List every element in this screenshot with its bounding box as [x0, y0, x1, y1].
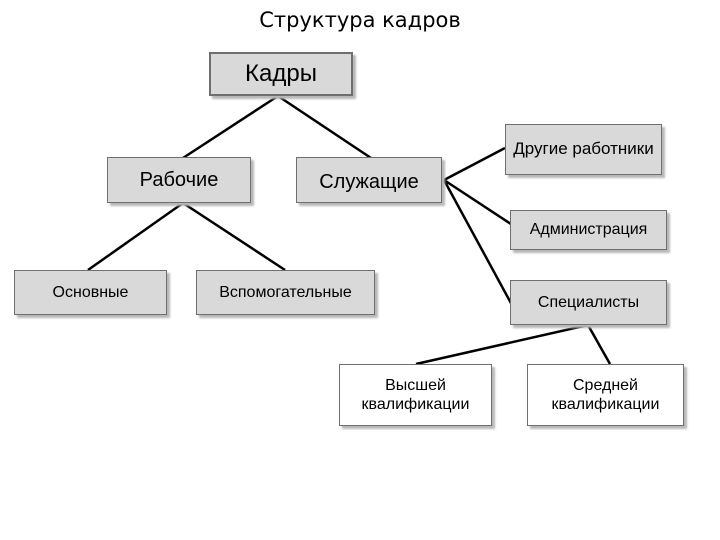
- node-specialisty: Специалисты: [510, 280, 667, 325]
- node-drugie-rabotniki: Другие работники: [505, 124, 662, 175]
- node-vysshey-kvalifikacii: Высшей квалификации: [339, 364, 492, 426]
- node-rabochie: Рабочие: [107, 157, 251, 203]
- line-kadry-rabochie: [182, 94, 279, 160]
- line-kadry-sluzh: [277, 94, 372, 160]
- node-administraciya: Администрация: [510, 210, 667, 250]
- node-kadry: Кадры: [209, 52, 353, 96]
- line-spec-vysshey: [415, 323, 589, 366]
- diagram-title: Структура кадров: [259, 8, 461, 32]
- line-sluzh-admin: [443, 178, 518, 230]
- line-sluzh-drugie: [443, 146, 506, 182]
- line-rabochie-vspom: [182, 201, 286, 272]
- node-osnovnye: Основные: [14, 270, 167, 315]
- node-vspomogatelnye: Вспомогательные: [196, 270, 375, 315]
- line-rabochie-osnovnye: [87, 201, 184, 272]
- node-sluzhaschie: Служащие: [296, 157, 442, 203]
- line-sluzh-spec: [442, 179, 514, 306]
- node-sredney-kvalifikacii: Средней квалификации: [527, 364, 684, 426]
- line-spec-sredney: [586, 324, 612, 365]
